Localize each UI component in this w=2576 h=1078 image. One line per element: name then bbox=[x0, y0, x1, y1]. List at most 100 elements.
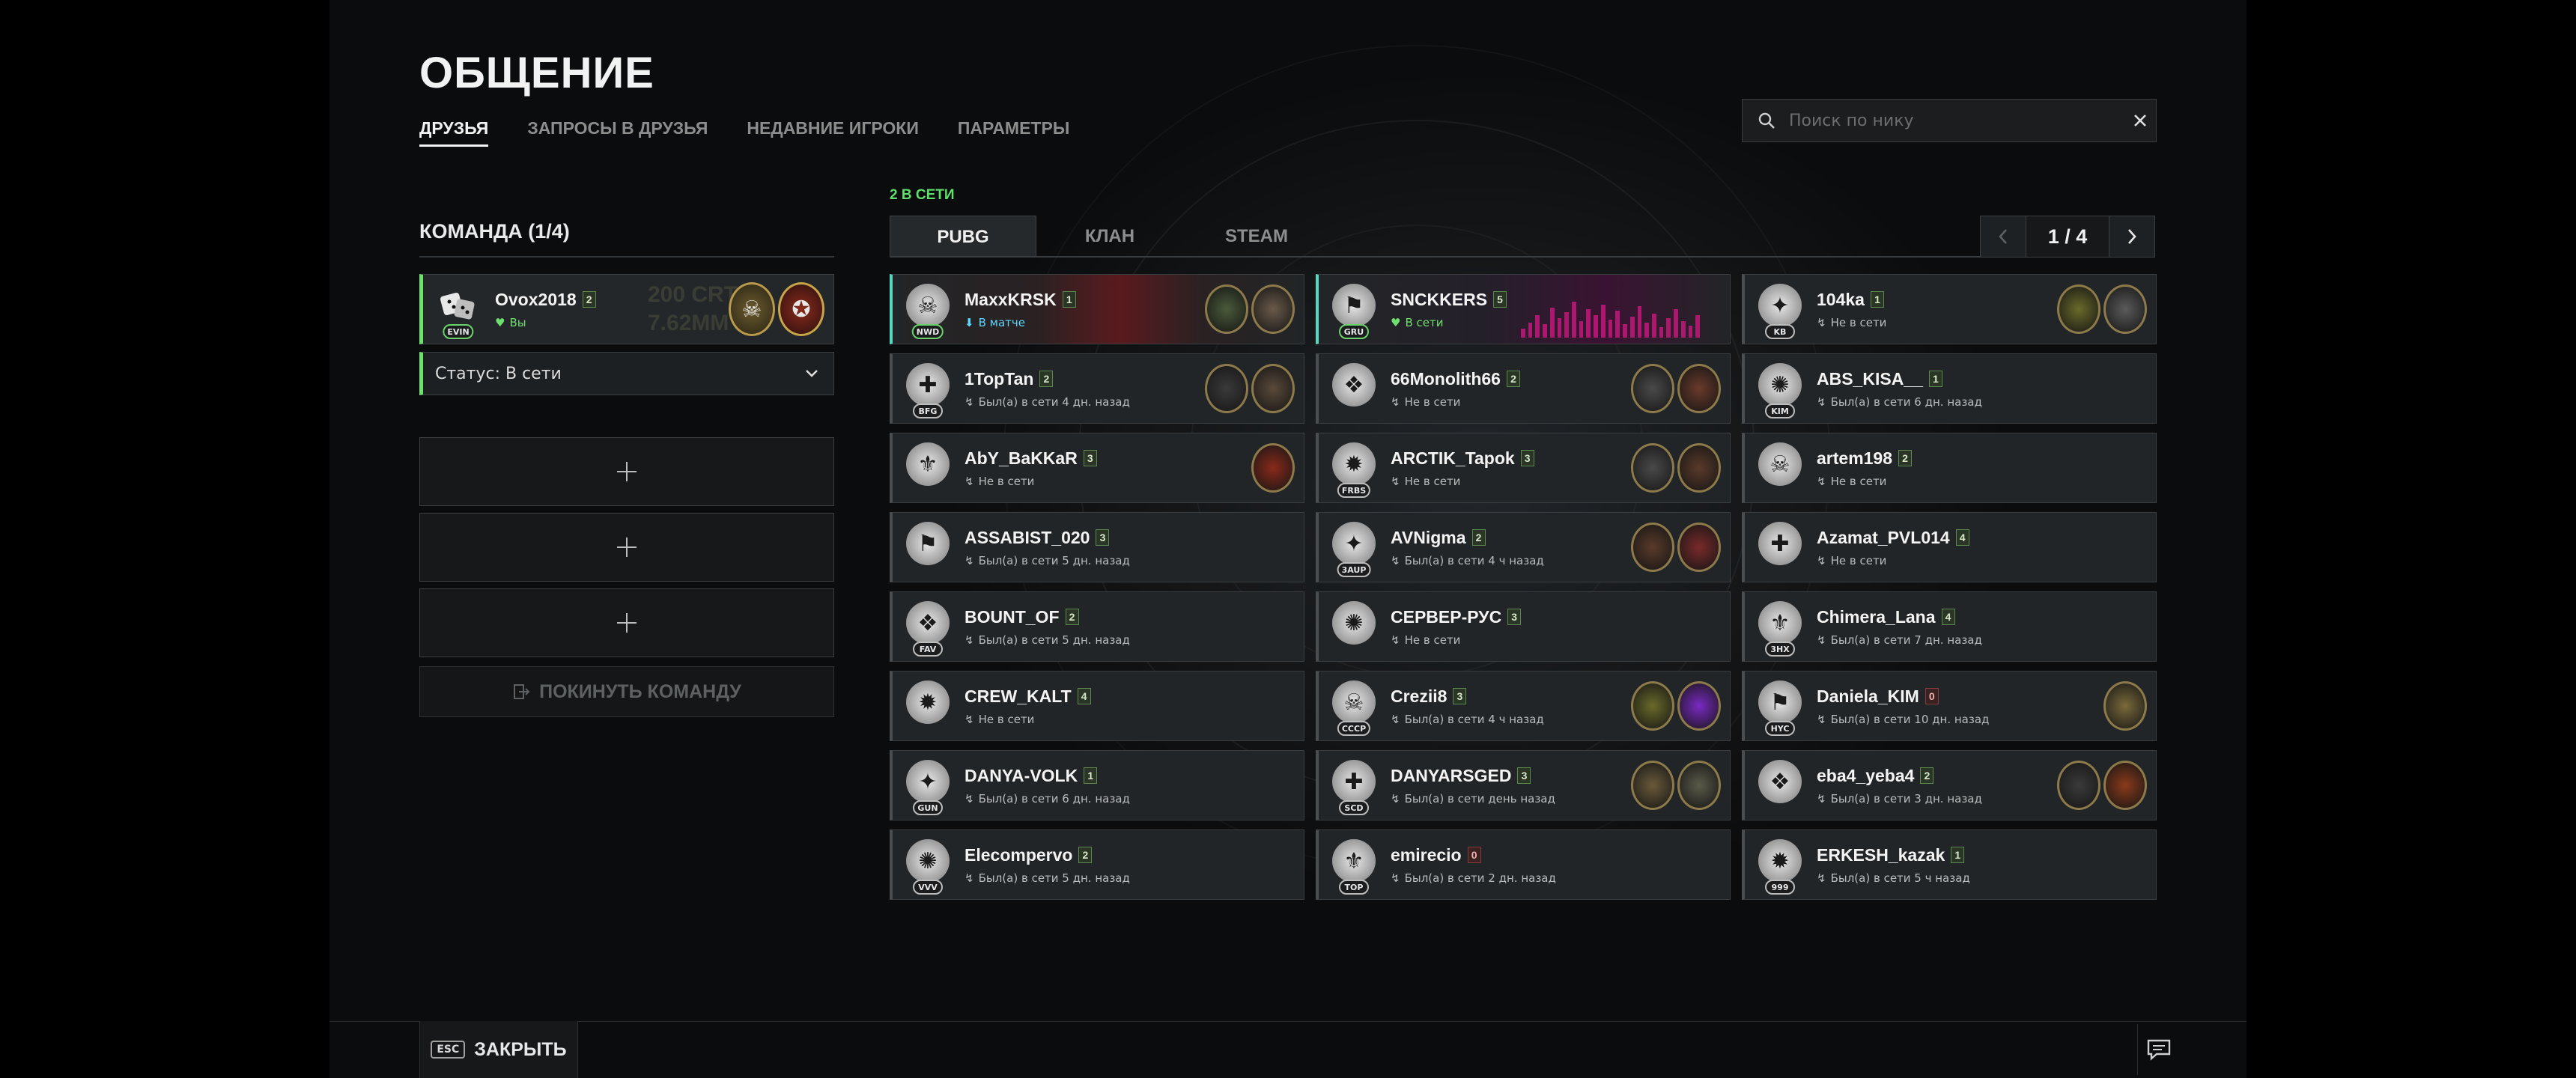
avatar: ✚SCD bbox=[1328, 755, 1380, 815]
tab-friend-requests[interactable]: ЗАПРОСЫ В ДРУЗЬЯ bbox=[527, 118, 708, 138]
prev-page-button[interactable] bbox=[1980, 216, 2026, 258]
clan-tag: SCD bbox=[1339, 800, 1369, 815]
avatar-emblem-icon: ⚜ bbox=[1758, 601, 1802, 645]
avatar: ⚜TOP bbox=[1328, 835, 1380, 895]
close-button[interactable]: ESC ЗАКРЫТЬ bbox=[419, 1021, 578, 1078]
friend-badges bbox=[1205, 284, 1295, 334]
add-team-slot-1[interactable] bbox=[419, 437, 834, 506]
medal-icon bbox=[1251, 364, 1295, 413]
search-input[interactable] bbox=[1787, 110, 2115, 131]
status-dropdown[interactable]: Статус: В сети bbox=[419, 352, 834, 395]
tab-recent-players[interactable]: НЕДАВНИЕ ИГРОКИ bbox=[747, 118, 919, 138]
avatar: ✹999 bbox=[1754, 835, 1806, 895]
clan-tag: GUN bbox=[913, 800, 943, 815]
offline-icon: ↯ bbox=[1817, 712, 1826, 726]
offline-icon: ↯ bbox=[965, 474, 974, 488]
add-team-slot-3[interactable] bbox=[419, 588, 834, 657]
offline-icon: ↯ bbox=[1391, 791, 1400, 806]
friend-name: Crezii8 bbox=[1391, 686, 1448, 706]
medal-icon bbox=[1677, 761, 1721, 810]
medal-icon bbox=[2103, 284, 2147, 334]
subtab-clan[interactable]: КЛАН bbox=[1084, 226, 1135, 246]
subtab-steam[interactable]: STEAM bbox=[1225, 226, 1288, 246]
friend-level: 1 bbox=[1928, 371, 1942, 387]
avatar: ✺VVV bbox=[902, 835, 954, 895]
friend-name: CREW_KALT bbox=[965, 686, 1072, 706]
subtab-pubg[interactable]: PUBG bbox=[890, 216, 1036, 258]
avatar: ❖ bbox=[1754, 755, 1806, 815]
clan-tag: EVIN bbox=[443, 324, 474, 339]
clear-search-button[interactable] bbox=[2115, 103, 2150, 138]
member-status: Вы bbox=[509, 315, 526, 329]
avatar: ✺KIM bbox=[1754, 359, 1806, 418]
plus-icon bbox=[617, 538, 637, 557]
friend-name: 1TopTan bbox=[965, 368, 1034, 389]
member-badges: ☠ ✪ bbox=[729, 282, 824, 336]
friend-name: DANYARSGED bbox=[1391, 765, 1512, 785]
clan-tag: 3HX bbox=[1765, 642, 1795, 657]
clan-tag: HYC bbox=[1765, 721, 1795, 736]
page-indicator: 1 / 4 bbox=[2026, 216, 2109, 258]
pagination: 1 / 4 bbox=[1980, 216, 2155, 258]
friend-name: ABS_KISA__ bbox=[1817, 368, 1923, 389]
clan-tag: CCCP bbox=[1337, 721, 1371, 736]
clan-tag: NWD bbox=[911, 324, 944, 339]
friend-name: DANYA-VOLK bbox=[965, 765, 1078, 785]
offline-icon: ↯ bbox=[1817, 395, 1826, 409]
friend-badges bbox=[1205, 364, 1295, 413]
leave-team-button[interactable]: ПОКИНУТЬ КОМАНДУ bbox=[419, 666, 834, 717]
friend-level: 2 bbox=[1078, 847, 1093, 863]
add-team-slot-2[interactable] bbox=[419, 513, 834, 582]
next-page-button[interactable] bbox=[2109, 216, 2155, 258]
clan-tag: VVV bbox=[913, 880, 943, 895]
avatar: ⚑ bbox=[902, 517, 954, 577]
chat-button[interactable] bbox=[2137, 1024, 2180, 1075]
friend-level: 0 bbox=[1925, 688, 1939, 704]
tab-settings[interactable]: ПАРАМЕТРЫ bbox=[957, 118, 1070, 138]
avatar: ✦KB bbox=[1754, 279, 1806, 339]
avatar-emblem-icon: ⚜ bbox=[1332, 839, 1376, 883]
page-title: ОБЩЕНИЕ bbox=[419, 49, 654, 97]
friend-status: Был(а) в сети 4 ч назад bbox=[1404, 712, 1544, 726]
tab-friends[interactable]: ДРУЗЬЯ bbox=[419, 118, 489, 147]
online-count: 2 В СЕТИ bbox=[890, 187, 955, 203]
offline-icon: ↯ bbox=[1391, 553, 1400, 567]
friend-status: Был(а) в сети 2 дн. назад bbox=[1404, 871, 1556, 885]
avatar: ☠NWD bbox=[902, 279, 954, 339]
medal-icon bbox=[1631, 364, 1674, 413]
avatar-emblem-icon: ✚ bbox=[906, 363, 950, 406]
friend-level: 1 bbox=[1870, 291, 1884, 308]
friend-status: Не в сети bbox=[1404, 474, 1461, 488]
offline-icon: ↯ bbox=[1817, 633, 1826, 647]
offline-icon: ↯ bbox=[965, 791, 974, 806]
